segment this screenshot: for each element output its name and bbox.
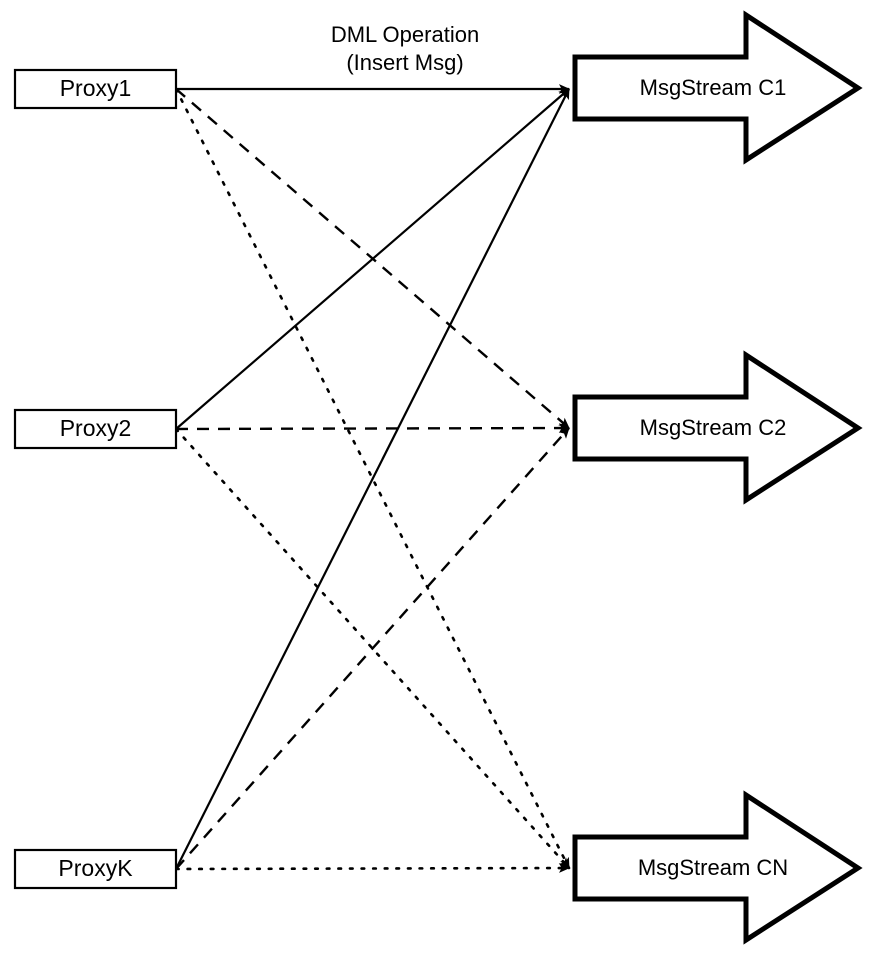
annotation-line-2: (Insert Msg) [346, 50, 463, 75]
proxy-node-proxy1[interactable]: Proxy1 [13, 68, 178, 110]
annotation-line-1: DML Operation [331, 22, 479, 47]
stream-arrow-shape-stream-c1 [572, 10, 863, 165]
stream-label-stream-cn: MsgStream CN [638, 855, 788, 880]
stream-arrow-shape-stream-cn [572, 790, 863, 945]
proxy-box-proxy1 [13, 68, 178, 110]
edge-proxy2-to-cn [174, 427, 571, 870]
proxy-node-proxyk[interactable]: ProxyK [13, 848, 178, 890]
edge-proxy2-to-c2 [175, 423, 570, 433]
proxy-label-proxy2: Proxy2 [60, 415, 132, 441]
dml-operation-annotation: DML Operation (Insert Msg) [331, 22, 479, 75]
edge-proxy2-to-c1 [175, 88, 570, 430]
stream-label-stream-c1: MsgStream C1 [640, 75, 787, 100]
stream-label-stream-c2: MsgStream C2 [640, 415, 787, 440]
proxy-box-proxy2 [13, 408, 178, 450]
edge-proxyk-to-cn [174, 863, 571, 873]
proxy-box-proxyk [13, 848, 178, 890]
edge-proxyk-to-c1 [175, 88, 570, 870]
proxy-node-proxy2[interactable]: Proxy2 [13, 408, 178, 450]
proxy-label-proxy1: Proxy1 [60, 75, 132, 101]
stream-node-stream-c1[interactable]: MsgStream C1 [572, 10, 863, 165]
edges-group [174, 84, 571, 873]
stream-node-stream-cn[interactable]: MsgStream CN [572, 790, 863, 945]
stream-nodes-group: MsgStream C1 MsgStream C2 MsgStream CN [572, 10, 863, 945]
stream-node-stream-c2[interactable]: MsgStream C2 [572, 350, 863, 505]
edge-proxyk-to-c2 [175, 427, 570, 870]
stream-arrow-shape-stream-c2 [572, 350, 863, 505]
proxy-label-proxyk: ProxyK [58, 855, 133, 881]
